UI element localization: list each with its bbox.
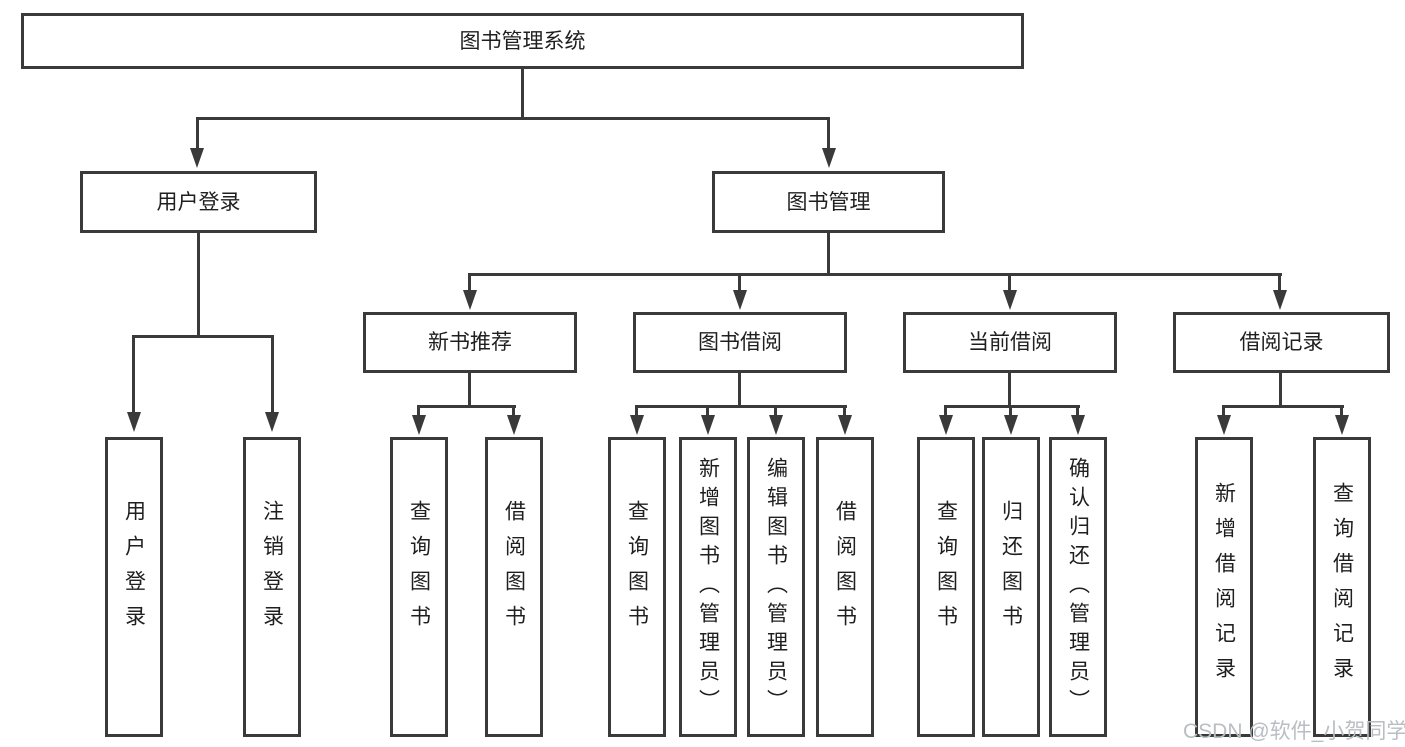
v-line [827, 233, 830, 276]
node-root: 图书管理系统 [21, 13, 1024, 69]
arrow-stem [1278, 273, 1281, 290]
node-records-add-record: 新增借阅记录 [1195, 437, 1253, 737]
node-book-borrow: 图书借阅 [633, 312, 847, 373]
arrowhead-down-icon [733, 290, 747, 310]
arrowhead-down-icon [769, 415, 783, 435]
arrow-stem [738, 273, 741, 290]
arrowhead-down-icon [190, 148, 204, 168]
v-line [521, 69, 524, 120]
arrowhead-down-icon [507, 415, 521, 435]
arrow-stem [271, 335, 274, 412]
node-borrow-borrow-books: 借阅图书 [816, 437, 874, 737]
arrow-stem [1222, 405, 1225, 416]
node-label: 借阅图书 [502, 500, 526, 640]
v-line [468, 373, 471, 408]
arrowhead-down-icon [1004, 415, 1018, 435]
node-label: 查询图书 [407, 500, 431, 640]
node-records-query-record: 查询借阅记录 [1313, 437, 1371, 737]
arrow-stem [417, 405, 420, 416]
node-logout: 注销登录 [243, 437, 301, 737]
node-label: 查询图书 [934, 500, 958, 640]
arrowhead-down-icon [1273, 290, 1287, 310]
h-line [417, 405, 516, 408]
arrowhead-down-icon [939, 415, 953, 435]
arrowhead-down-icon [463, 290, 477, 310]
node-label: 新增借阅记录 [1212, 482, 1236, 692]
node-label: 新书推荐 [428, 331, 512, 354]
node-borrow-add-books-admin: 新增图书（管理员） [679, 437, 737, 737]
h-line [196, 117, 830, 120]
arrow-stem [944, 405, 947, 416]
arrowhead-down-icon [412, 415, 426, 435]
node-label: 确认归还（管理员） [1066, 456, 1090, 718]
arrowhead-down-icon [701, 415, 715, 435]
node-book-management: 图书管理 [712, 171, 945, 233]
node-label: 图书借阅 [698, 331, 782, 354]
node-label: 图书管理 [786, 190, 871, 214]
node-label: 查询图书 [625, 500, 649, 640]
arrowhead-down-icon [838, 415, 852, 435]
node-recommend-query-books: 查询图书 [390, 437, 448, 737]
v-line [197, 233, 200, 338]
node-label: 借阅记录 [1239, 331, 1324, 354]
arrow-stem [774, 405, 777, 416]
node-label: 图书管理系统 [459, 29, 586, 53]
node-borrow-records: 借阅记录 [1173, 312, 1390, 373]
arrow-stem [1076, 405, 1079, 416]
arrow-stem [1009, 405, 1012, 416]
arrowhead-down-icon [127, 412, 141, 432]
node-user-login-leaf: 用户登录 [105, 437, 163, 737]
node-label: 查询借阅记录 [1330, 482, 1354, 692]
v-line [738, 373, 741, 408]
node-recommend-borrow-books: 借阅图书 [485, 437, 543, 737]
h-line [132, 335, 274, 338]
node-label: 借阅图书 [833, 500, 857, 640]
h-line [1222, 405, 1344, 408]
node-label: 用户登录 [156, 190, 241, 214]
h-line [468, 273, 1282, 276]
arrowhead-down-icon [1071, 415, 1085, 435]
node-label: 新增图书（管理员） [696, 456, 720, 718]
arrowhead-down-icon [1217, 415, 1231, 435]
node-current-borrow: 当前借阅 [903, 312, 1117, 373]
arrow-stem [706, 405, 709, 416]
node-label: 编辑图书（管理员） [764, 456, 788, 718]
csdn-watermark: CSDN @软件_小贺同学 [1183, 720, 1405, 743]
node-label: 当前借阅 [968, 331, 1052, 354]
arrowhead-down-icon [822, 148, 836, 168]
node-current-query-books: 查询图书 [917, 437, 975, 737]
arrow-stem [1340, 405, 1343, 416]
arrow-stem [635, 405, 638, 416]
arrow-stem [132, 335, 135, 412]
h-line [944, 405, 1080, 408]
arrow-stem [1008, 273, 1011, 290]
node-label: 注销登录 [260, 500, 284, 640]
arrow-stem [468, 273, 471, 290]
arrowhead-down-icon [630, 415, 644, 435]
arrowhead-down-icon [1003, 290, 1017, 310]
h-line [635, 405, 847, 408]
arrow-stem [196, 117, 199, 150]
arrow-stem [827, 117, 830, 150]
node-current-confirm-return-admin: 确认归还（管理员） [1049, 437, 1107, 737]
arrowhead-down-icon [1335, 415, 1349, 435]
node-new-book-recommend: 新书推荐 [363, 312, 577, 373]
node-borrow-edit-books-admin: 编辑图书（管理员） [747, 437, 805, 737]
node-label: 用户登录 [122, 500, 146, 640]
node-borrow-query-books: 查询图书 [608, 437, 666, 737]
node-current-return-books: 归还图书 [982, 437, 1040, 737]
arrowhead-down-icon [265, 412, 279, 432]
node-user-login: 用户登录 [80, 171, 317, 233]
v-line [1279, 373, 1282, 408]
arrow-stem [843, 405, 846, 416]
node-label: 归还图书 [999, 500, 1023, 640]
arrow-stem [512, 405, 515, 416]
v-line [1008, 373, 1011, 408]
